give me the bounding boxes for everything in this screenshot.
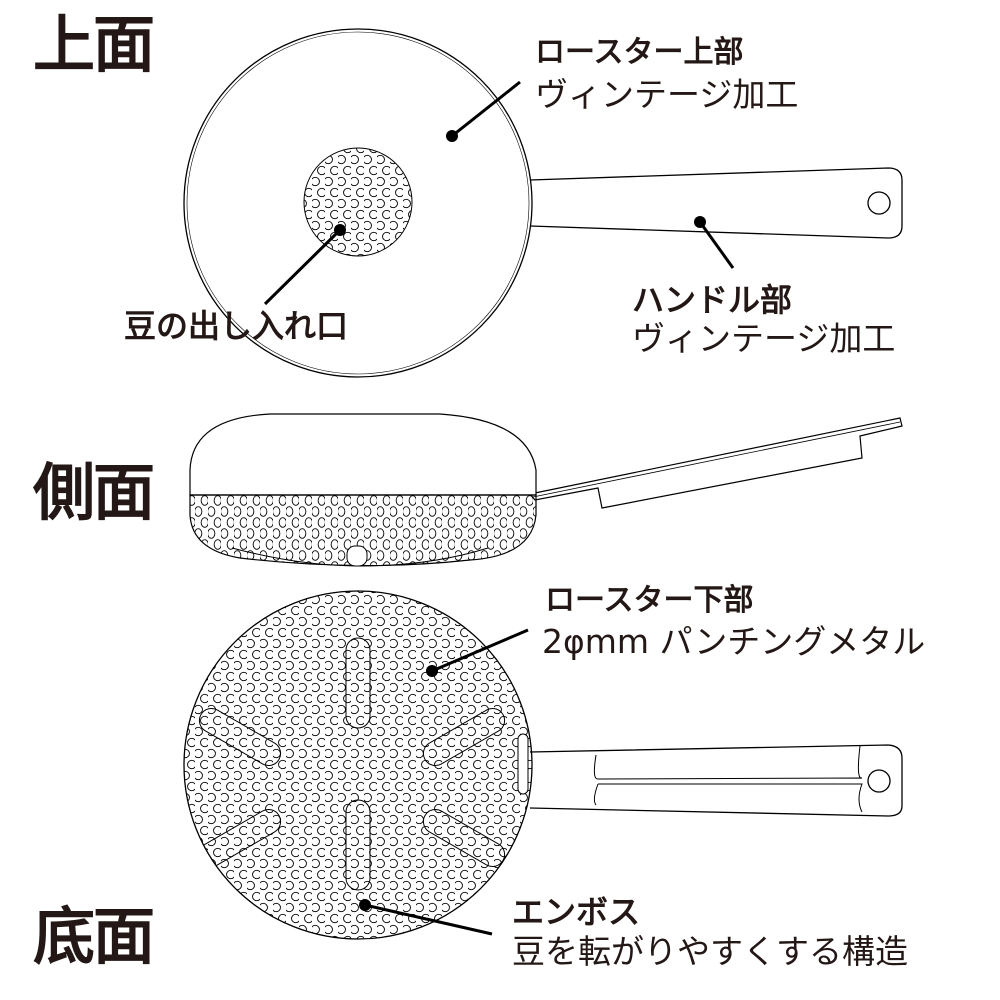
- leader-dot: [426, 665, 438, 677]
- bottom-handle-hang-hole: [867, 769, 891, 793]
- view-label-top: 上面: [33, 8, 155, 81]
- view-label-bottom: 底面: [33, 900, 155, 973]
- leader-emboss: [364, 903, 493, 936]
- leader-roaster-bottom: [431, 628, 529, 673]
- view-label-side: 側面: [33, 456, 155, 529]
- handle-outline: [529, 167, 903, 239]
- callout-bean-port-title: 豆の出し入れ口: [124, 307, 349, 345]
- callout-emboss-title: エンボス: [512, 893, 641, 931]
- leader-dot: [359, 899, 371, 911]
- callout-handle-title: ハンドル部: [632, 281, 793, 319]
- leader-dot: [446, 130, 458, 142]
- bean-port-perforation: [303, 147, 413, 257]
- side-view-drawing: [189, 413, 903, 567]
- callout-handle-sub: ヴィンテージ加工: [632, 319, 896, 358]
- roaster-dome: [189, 413, 537, 496]
- top-view-drawing: [183, 28, 903, 378]
- callout-emboss-sub: 豆を転がりやすくする構造: [512, 932, 908, 971]
- leader-dot: [334, 224, 346, 236]
- leader-bean-port: [263, 228, 342, 306]
- callout-roaster-bottom-sub: 2φmm パンチングメタル: [542, 622, 926, 661]
- leader-handle: [698, 221, 735, 269]
- callout-roaster-bottom-title: ロースター下部: [545, 583, 754, 618]
- bottom-handle-outline: [529, 744, 903, 817]
- handle-hang-hole: [867, 191, 891, 215]
- callout-roaster-top-sub: ヴィンテージ加工: [535, 75, 799, 114]
- roaster-bottom-perforation: [183, 590, 533, 940]
- handle-side-outline: [528, 417, 903, 509]
- emboss-ribs: [198, 637, 506, 891]
- leader-roaster-top: [451, 80, 521, 138]
- callout-roaster-top-title: ロースター上部: [535, 35, 744, 70]
- leader-dot: [694, 216, 706, 228]
- bottom-view-drawing: [183, 590, 903, 940]
